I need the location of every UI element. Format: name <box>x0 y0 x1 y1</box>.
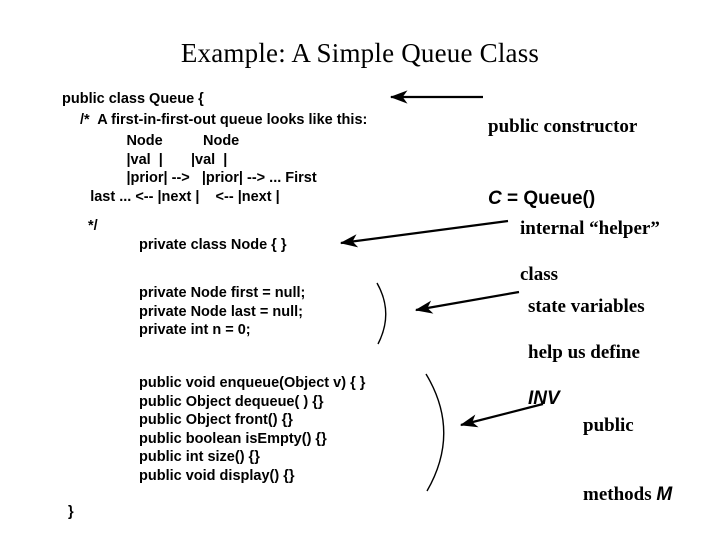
code-inner-class: private class Node { } <box>139 237 287 253</box>
code-comment-close: */ <box>88 218 98 234</box>
annotation-methods-line2: methods M <box>583 460 672 506</box>
annotation-public-methods: public methods M <box>583 391 672 529</box>
page-title: Example: A Simple Queue Class <box>180 38 540 68</box>
annotation-methods-text: methods <box>583 484 657 505</box>
arrow-to-state-variables <box>414 290 520 314</box>
annotation-helper-class: internal “helper” class <box>520 194 660 309</box>
annotation-constructor-expression: = Queue() <box>501 188 596 209</box>
code-class-close: } <box>68 504 74 520</box>
annotation-constructor-line1: public constructor <box>488 116 638 137</box>
annotation-constructor: public constructor C = Queue() <box>488 92 637 234</box>
annotation-constructor-line2: C = Queue() <box>488 161 637 211</box>
code-method-list: public void enqueue(Object v) { } public… <box>139 375 366 484</box>
annotation-helper-line2: class <box>520 264 558 285</box>
annotation-methods-symbol: M <box>656 484 673 505</box>
brace-methods <box>425 373 445 492</box>
annotation-constructor-symbol: C <box>488 188 502 209</box>
brace-state-variables <box>376 282 387 345</box>
code-state-variables: private Node first = null; private Node … <box>139 285 306 338</box>
annotation-methods-line1: public <box>583 415 634 436</box>
annotation-state-line2: help us define <box>528 342 640 363</box>
code-class-header: public class Queue { <box>62 91 204 107</box>
code-ascii-diagram: Node Node |val | |val | |prior| --> |pri… <box>90 133 317 205</box>
annotation-state-variables: state variables help us define INV <box>528 272 645 433</box>
arrow-to-inner-class <box>339 219 509 248</box>
code-comment-open: /* A first-in-first-out queue looks like… <box>80 112 368 128</box>
annotation-helper-line1: internal “helper” <box>520 218 660 239</box>
annotation-state-line1: state variables <box>528 296 645 317</box>
